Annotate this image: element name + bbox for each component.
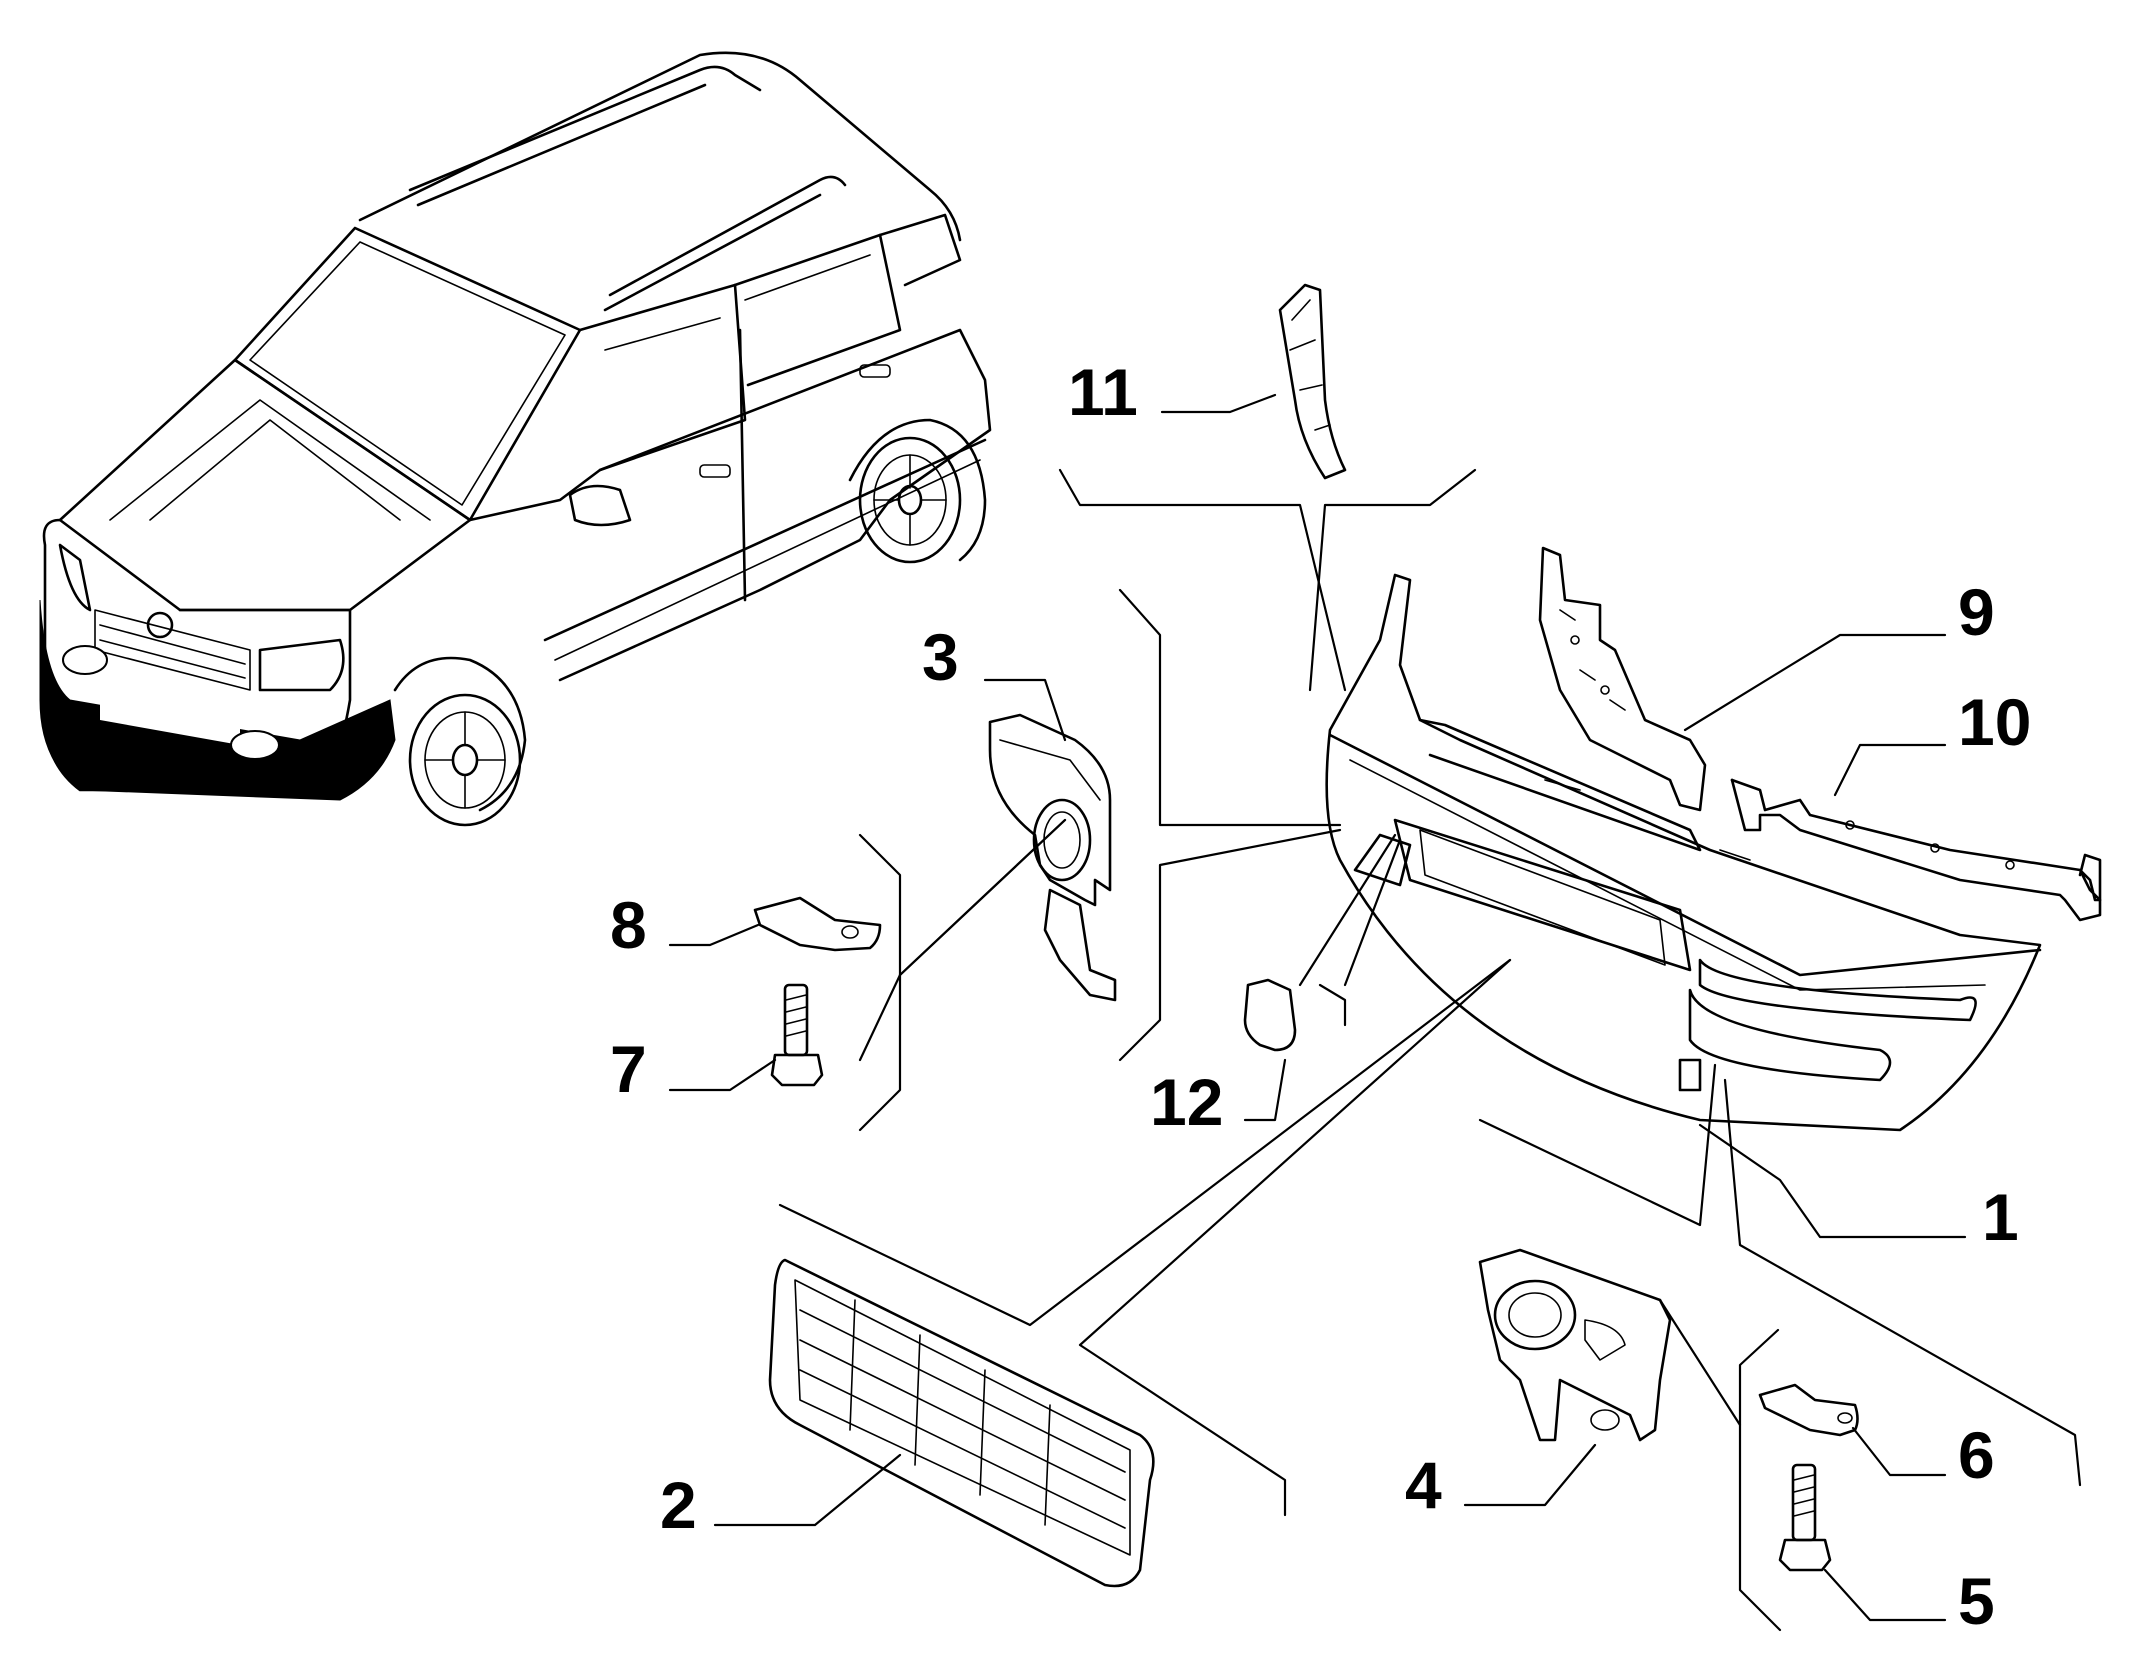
part-2 bbox=[713, 1258, 1155, 1588]
part-3 bbox=[858, 678, 1117, 1062]
callout-10: 10 bbox=[1958, 685, 2031, 759]
callout-2: 2 bbox=[660, 1468, 697, 1542]
part-12 bbox=[1243, 978, 1297, 1122]
callout-7: 7 bbox=[610, 1032, 647, 1106]
part-6 bbox=[1758, 1383, 1947, 1477]
part-7 bbox=[668, 983, 824, 1092]
part-10 bbox=[1730, 743, 2102, 922]
part-11 bbox=[1160, 283, 1347, 480]
callout-6: 6 bbox=[1958, 1418, 1995, 1492]
callout-5: 5 bbox=[1958, 1564, 1995, 1638]
callout-12: 12 bbox=[1150, 1065, 1223, 1139]
callout-9: 9 bbox=[1958, 575, 1995, 649]
part-4 bbox=[1463, 1248, 1672, 1507]
callout-3: 3 bbox=[922, 620, 959, 694]
part-9 bbox=[1538, 546, 1947, 812]
callout-8: 8 bbox=[610, 888, 647, 962]
part-1-bumper bbox=[1325, 573, 2042, 1239]
car-illustration bbox=[39, 51, 992, 827]
assembly-guide-lines bbox=[778, 468, 2082, 1632]
callout-1: 1 bbox=[1982, 1180, 2019, 1254]
part-5 bbox=[1778, 1463, 1947, 1622]
part-8 bbox=[668, 896, 882, 952]
callout-labels: 1 2 3 4 5 6 7 8 9 10 11 12 bbox=[610, 355, 2031, 1638]
callout-4: 4 bbox=[1405, 1448, 1442, 1522]
callout-11: 11 bbox=[1068, 355, 1138, 429]
